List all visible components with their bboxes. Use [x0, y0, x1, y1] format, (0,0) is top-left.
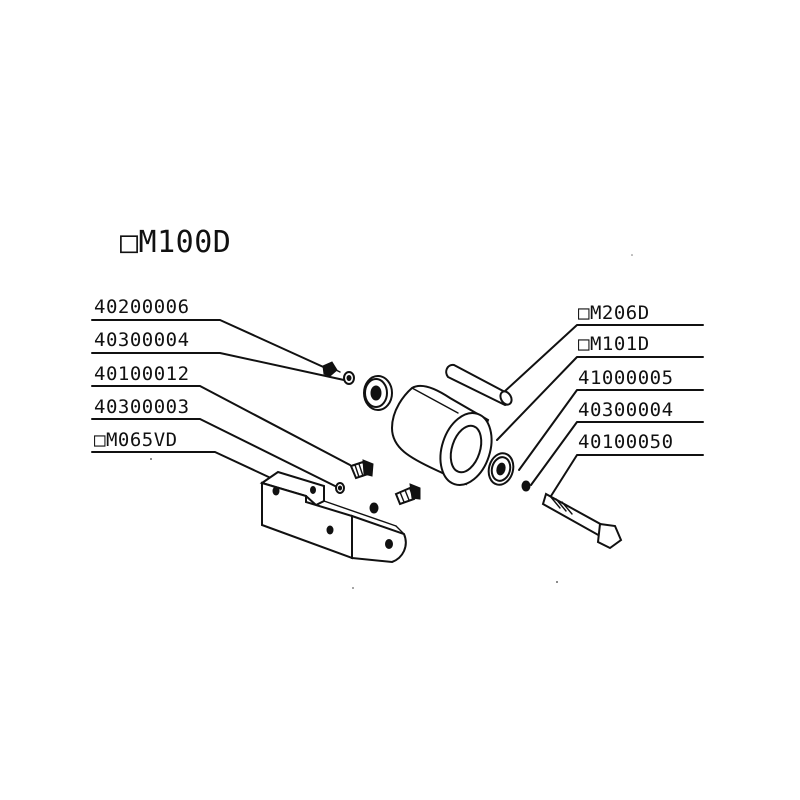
washer-40300004-left — [343, 371, 355, 385]
leader-line-40300004-left — [91, 352, 345, 381]
bolt-40200006 — [322, 361, 341, 377]
spacer-ring-right — [487, 452, 515, 486]
bracket-bolt — [394, 483, 421, 506]
leader-line-40200006 — [91, 319, 331, 371]
leader-line-m206d — [503, 324, 704, 393]
callout-label-40300004-right: 40300004 — [578, 399, 674, 421]
washer-40300004-right — [521, 480, 531, 492]
washer-40300003 — [335, 482, 345, 494]
assembly-label: □M100D — [120, 225, 231, 260]
bracket-nut — [369, 502, 379, 514]
leader-line-41000005 — [518, 389, 704, 471]
callout-label-40300004-left: 40300004 — [94, 329, 190, 351]
bolt-40100012 — [349, 459, 374, 480]
right-callouts: □M206D □M101D 41000005 40300004 40100050 — [578, 302, 674, 453]
callout-label-40300003: 40300003 — [94, 396, 190, 418]
callout-label-m206d: □M206D — [578, 302, 650, 324]
bolt-40100050 — [541, 492, 623, 550]
callout-label-40200006: 40200006 — [94, 296, 190, 318]
left-callouts: 40200006 40300004 40100012 40300003 □M06… — [94, 296, 190, 451]
leader-line-40300004-right — [530, 421, 704, 486]
callout-label-m065vd: □M065VD — [94, 429, 178, 451]
leader-line-40300003 — [91, 418, 338, 488]
callout-label-m101d: □M101D — [578, 333, 650, 355]
bracket-m065vd — [259, 470, 407, 564]
right-leader-lines — [496, 324, 704, 497]
scan-specks — [150, 254, 633, 589]
leader-line-40100012 — [91, 385, 351, 466]
leader-line-m101d — [496, 356, 704, 441]
leader-line-40100050 — [550, 454, 704, 497]
callout-label-41000005: 41000005 — [578, 367, 674, 389]
callout-label-40100012: 40100012 — [94, 363, 190, 385]
pin-m206d — [445, 363, 513, 407]
roller-m101d — [390, 384, 493, 486]
spacer-ring-left — [363, 375, 393, 411]
callout-label-40100050: 40100050 — [578, 431, 674, 453]
